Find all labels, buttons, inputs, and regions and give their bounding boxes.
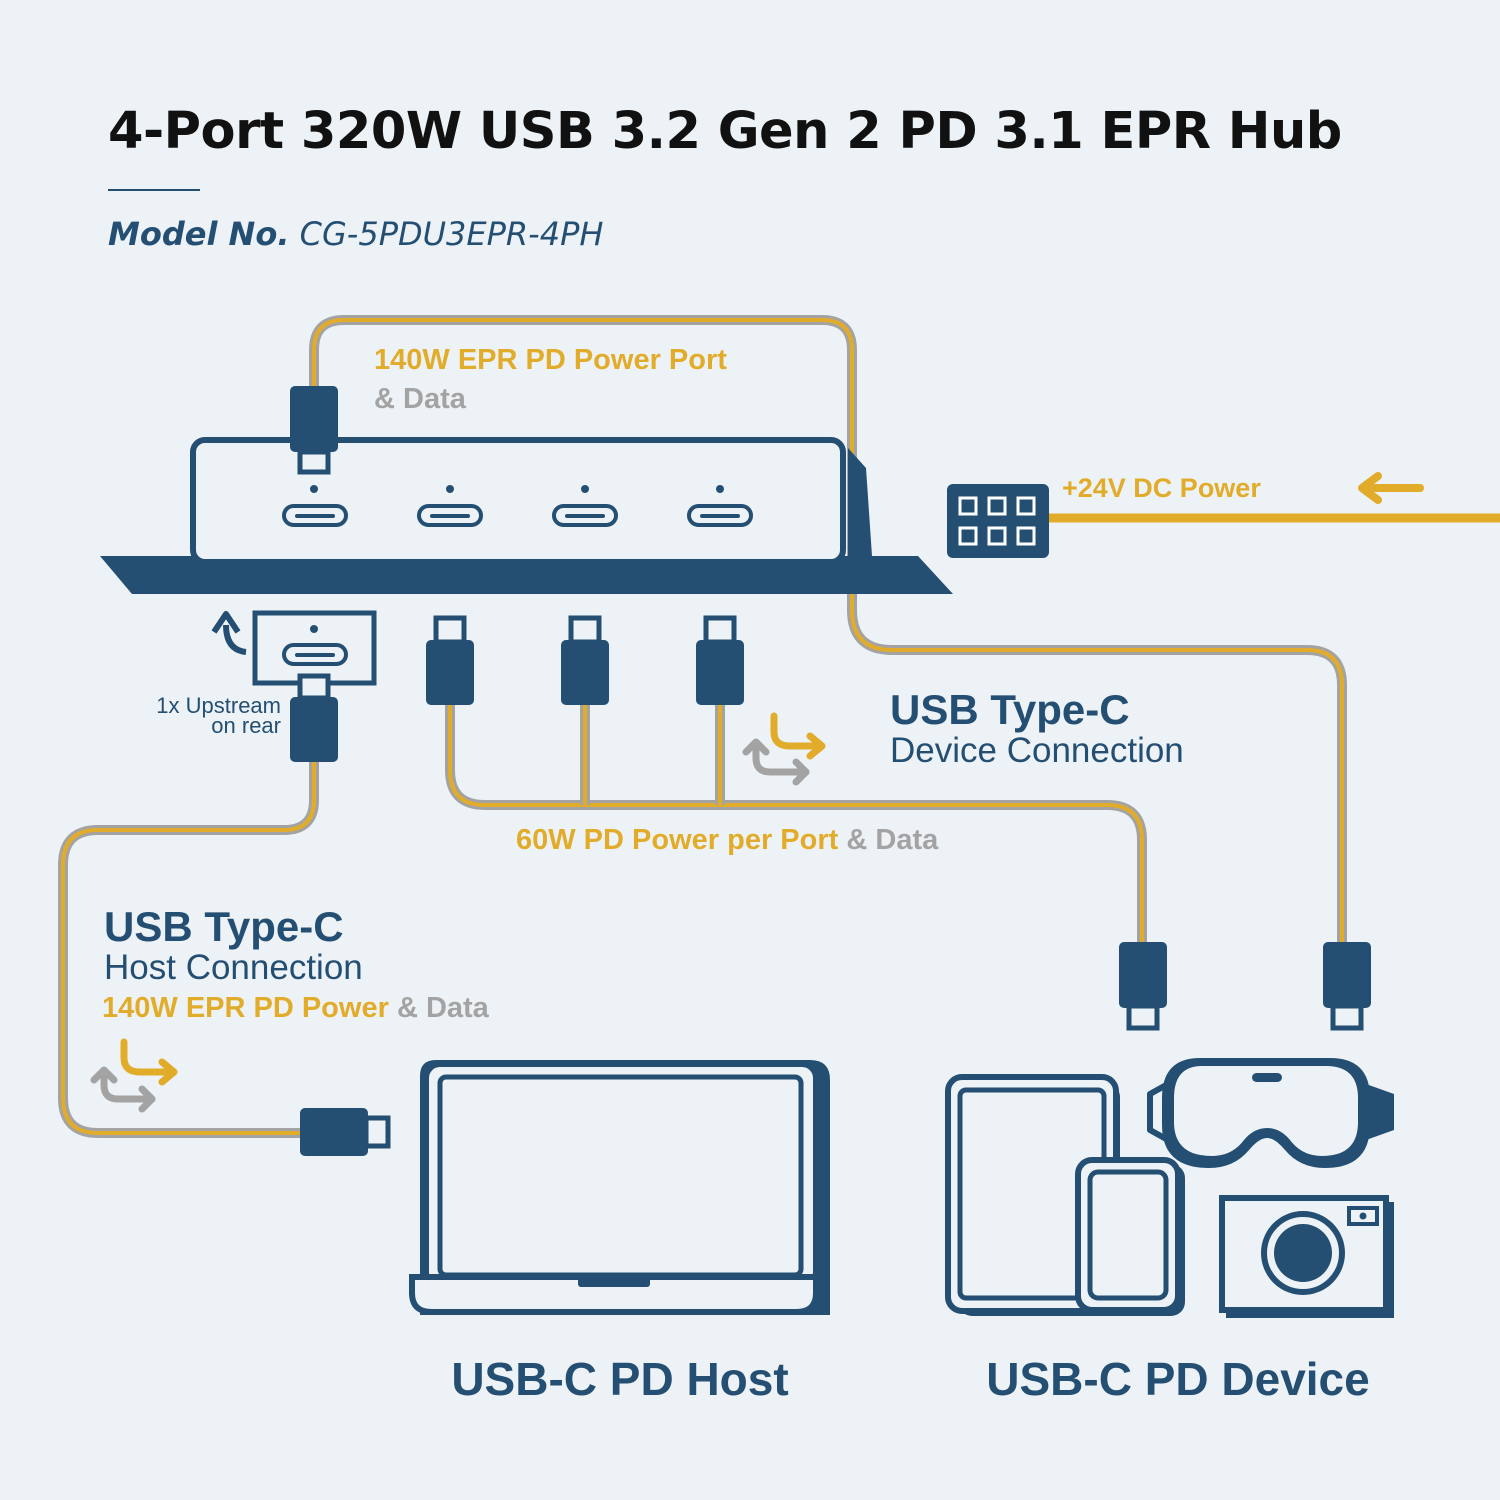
dc-power-label: +24V DC Power xyxy=(1062,473,1261,503)
tablet-icon xyxy=(945,1074,1120,1316)
upstream-curved-arrow-icon xyxy=(211,611,247,655)
host-connection-title: USB Type-C xyxy=(104,903,344,950)
upstream-plug-icon xyxy=(290,673,338,762)
host-connection-subtitle: Host Connection xyxy=(104,948,363,987)
model-label: Model No. xyxy=(108,215,290,253)
host-bidirectional-arrows-icon xyxy=(90,1038,178,1113)
hub-device xyxy=(100,437,953,594)
host-cable xyxy=(58,760,319,1138)
downstream-plug-2-icon xyxy=(561,615,609,705)
downstream-cable-bundle xyxy=(445,700,1147,945)
device-plug-140w-icon xyxy=(1323,942,1371,1031)
top-port-data-label: & Data xyxy=(374,383,467,415)
model-value: CG-5PDU3EPR-4PH xyxy=(299,215,604,253)
hub-port-4[interactable] xyxy=(687,485,753,527)
upstream-port-icon xyxy=(252,610,377,686)
title-divider xyxy=(108,189,200,191)
host-power: 140W EPR PD Power xyxy=(102,992,389,1024)
downstream-plug-1-icon xyxy=(426,615,474,705)
device-plug-60w-icon xyxy=(1119,942,1167,1031)
arrow-left-icon xyxy=(1358,472,1424,504)
page-title: 4-Port 320W USB 3.2 Gen 2 PD 3.1 EPR Hub xyxy=(108,102,1342,161)
device-connection-title: USB Type-C xyxy=(890,686,1130,733)
host-connection-power-label: 140W EPR PD Power & Data xyxy=(102,992,490,1024)
top-port-plug-icon xyxy=(290,386,338,475)
pd-device-label: USB-C PD Device xyxy=(986,1353,1369,1405)
dc-power-connector-icon xyxy=(947,484,1049,558)
top-port-cable xyxy=(309,315,1347,945)
hub-port-3[interactable] xyxy=(552,485,618,527)
per-port-label: 60W PD Power per Port & Data xyxy=(516,824,939,856)
device-connection-subtitle: Device Connection xyxy=(890,731,1184,770)
hub-port-1[interactable] xyxy=(282,485,348,527)
upstream-label-line1: 1x Upstream xyxy=(156,693,281,718)
per-port-data: & Data xyxy=(846,824,939,856)
host-data: & Data xyxy=(397,992,490,1024)
vr-headset-icon xyxy=(1147,1058,1394,1168)
laptop-icon xyxy=(409,1060,830,1315)
downstream-plug-3-icon xyxy=(696,615,744,705)
host-plug-icon xyxy=(300,1108,391,1156)
phone-icon xyxy=(1075,1157,1185,1316)
camera-icon xyxy=(1219,1195,1394,1318)
top-port-power-label: 140W EPR PD Power Port xyxy=(374,344,727,376)
host-device-label: USB-C PD Host xyxy=(451,1353,788,1405)
upstream-label-line2: on rear xyxy=(211,713,281,738)
model-number: Model No. CG-5PDU3EPR-4PH xyxy=(108,215,603,253)
hub-port-2[interactable] xyxy=(417,485,483,527)
bidirectional-arrows-icon xyxy=(742,712,826,786)
per-port-power: 60W PD Power per Port xyxy=(516,824,839,856)
